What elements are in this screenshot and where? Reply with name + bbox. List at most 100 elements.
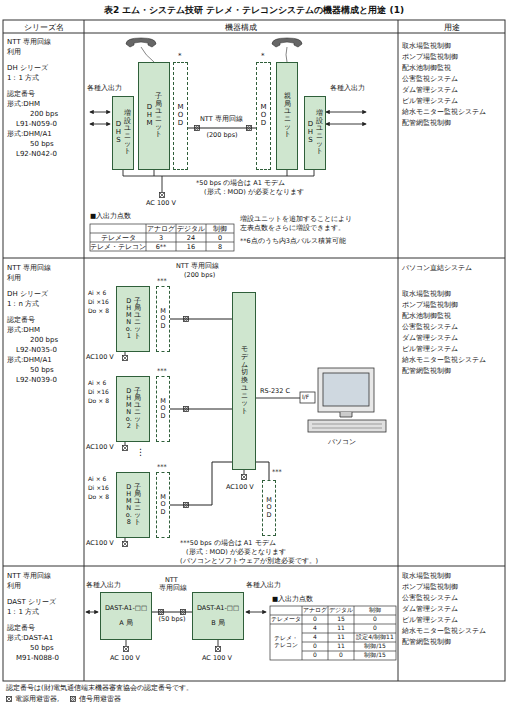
box-content: MOD [266,497,273,518]
unit-box: DHS増設ユニット [112,96,134,170]
label-text: アナログ [302,607,328,614]
label-text: 配水池制御監視 [402,64,451,72]
label-text: 利用 [7,48,21,56]
label-text: 配管網監視制御 [402,638,451,646]
label-text: (200 bps) [184,272,215,279]
label-text: 各種入出力 [246,582,281,589]
label-text: Di ×16 [88,389,109,396]
label-text: NTT 専用回線 [200,116,243,123]
label-text: 制御 [354,607,396,614]
box-content: MOD [160,494,167,515]
label-text: * [261,52,265,60]
box-content: DHM No.8子局ユニット [126,484,141,527]
unit-box: 親局ユニット [276,62,298,170]
label-text: デジタル [328,607,354,614]
label-text: DH シリーズ [7,290,48,298]
label-text: NTT [165,577,178,584]
label-text: 配管網監視制御 [402,367,451,375]
box-text: DAST-A1-□□ [105,605,147,612]
label-text: 認定番号は(財)電気通信端末機器審査協会の認定番号です。 [6,684,193,692]
label-text: 配管網監視制御 [402,119,451,127]
label-text: 利用 [7,274,21,282]
label-text: I/F [302,394,309,401]
box-content: DHM No.1子局ユニット [126,298,141,341]
label-text: 取水場監視制御 [402,290,451,298]
box-content: モデム切換ユニット [241,346,248,415]
label-text: テレメ・テレコン [90,244,146,251]
table-frame [3,20,505,681]
label-text: 6** [146,244,176,251]
label-text: ポンプ場監視制御 [402,53,458,61]
label-text: 0 [302,643,328,650]
label-text: L92-N035-0 [16,346,57,354]
label-text: 増設ユニットを追加することにより [240,216,352,223]
modem-box: MOD [156,376,170,442]
label-text: *** [272,469,282,476]
unit-box: DHM子局ユニット [138,62,170,170]
label-text: 形式:DAST-A1 [7,634,53,642]
label-text: Ai × 6 [88,380,106,387]
label-text: 利用 [7,582,21,590]
unit-box: モデム切換ユニット [232,292,256,470]
modem-box: MOD [256,62,271,170]
box-text: DHS [307,121,314,144]
box-text: MOD [160,398,167,419]
label-text: L91-N059-0 [16,120,57,128]
edge-label: (50 bps) [157,616,186,623]
label-text: 左表点数をさらに増設できます。 [240,225,345,232]
label-text: 形式:DHM/A1 [7,130,52,138]
unit-box: DHM No.2子局ユニット [116,376,150,442]
box-text: MOD [160,494,167,515]
label-text: NTT 専用回線 [176,263,219,270]
io-arrows [86,112,366,612]
label-text: 配水池制御監視 [402,312,451,320]
label-text: 50 bps [30,644,54,652]
unit-box: DAST-A1-□□B 局 [192,592,244,640]
box-text: DAST-A1-□□ [197,605,239,612]
box-text: MOD [177,104,184,127]
label-text: (形式：MOD) が必要となります [186,549,286,556]
label-text: 形式:DHM/A1 [7,356,52,364]
label-text: ■入出力点数 [90,213,131,220]
label-text: Do × 8 [88,308,109,315]
label-text: 専用回線 [159,585,187,592]
label-text: Do × 8 [88,398,109,405]
label-text: NTT 専用回線 [7,38,51,46]
label-text: ビル管理システム [402,97,458,105]
box-text: A 局 [119,620,133,627]
label-text: *50 bps の場合は A1 モデム [196,180,285,187]
label-text: 制御 [206,226,234,233]
box-text: 子局ユニット [134,484,141,527]
label-text: 200 bps [30,110,58,118]
label-text: AC100 V [86,540,114,547]
edge-label: (200 bps) [205,132,238,139]
legend-text: 信号用避雷器 [79,695,121,703]
label-text: AC100 V [86,354,114,361]
box-text: DHM No.2 [126,388,133,431]
box-text: 子局ユニット [134,388,141,431]
box-text: MOD [266,497,273,518]
label-text: 各種入出力 [330,84,365,92]
label-text: DH シリーズ [7,64,48,72]
label-text: 取水場監視制御 [402,572,451,580]
box-content: MOD [160,398,167,419]
box-content: MOD [260,104,267,127]
label-text: 認定番号 [7,316,35,324]
box-text: モデム切換ユニット [241,346,248,415]
label-text: 1：n 方式 [7,300,39,308]
box-text: DHM No.8 [126,484,133,527]
label-text: ダム管理システム [402,86,458,94]
unit-box: DHS増設ユニット [304,96,326,170]
label-text: 1：1 方式 [7,608,39,616]
line-connector [188,128,256,129]
personal-computer [300,368,386,432]
label-text: Di ×16 [88,485,109,492]
box-content: DAST-A1-□□B 局 [197,605,239,628]
label-text: テレメータ [270,616,302,623]
label-text: 公害監視システム [402,323,458,331]
label-text: 制御/15 [354,652,396,659]
label-text: L92-N042-0 [16,150,57,158]
label-text: *** [157,278,167,285]
label-text: 4 [302,625,328,632]
box-content: DHS増設ユニット [307,110,323,156]
